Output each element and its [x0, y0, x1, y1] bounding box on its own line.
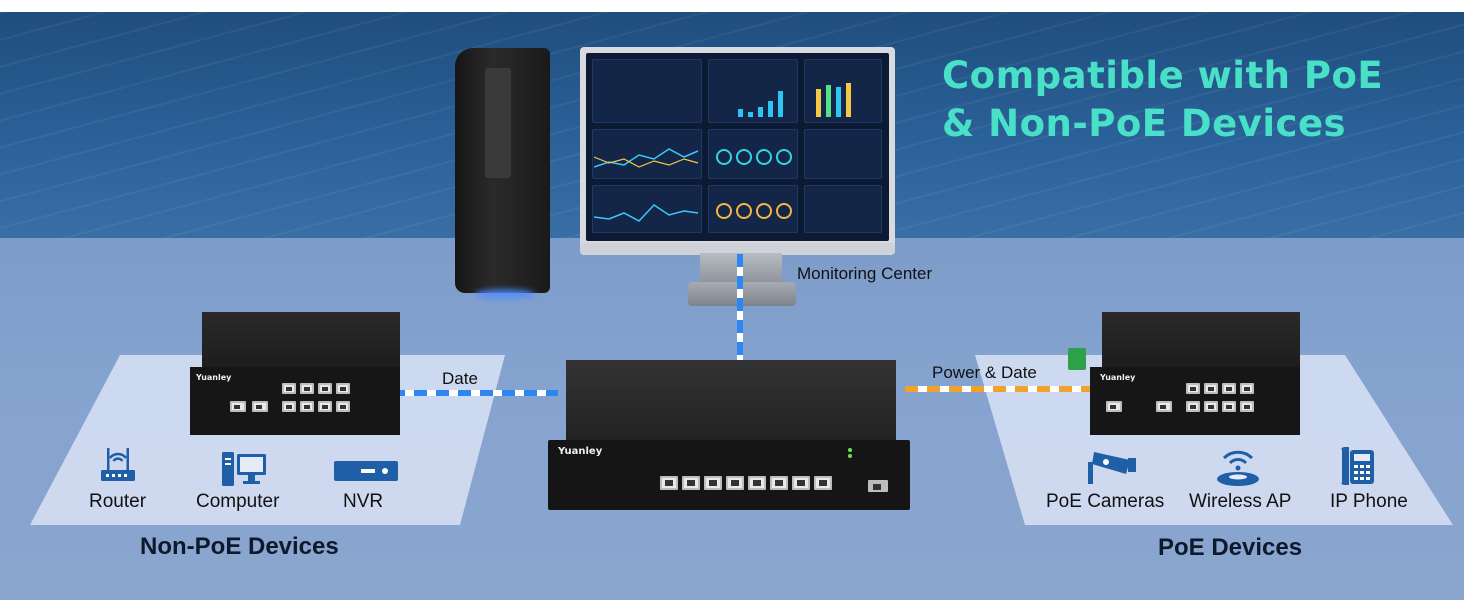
nvr-icon — [334, 461, 398, 481]
monitor-chin — [580, 243, 895, 255]
monitoring-center-label: Monitoring Center — [797, 264, 933, 283]
power-data-link-line — [905, 386, 1090, 392]
non-poe-devices-label: Non-PoE Devices — [140, 533, 339, 560]
poe-devices-label: PoE Devices — [1158, 534, 1303, 561]
headline-line-1: Compatible with PoE — [942, 54, 1384, 97]
switch-brand: Yuanley — [1100, 373, 1136, 382]
switch-brand: Yuanley — [196, 373, 232, 382]
wireless-ap-icon — [1217, 450, 1259, 486]
power-data-link-label: Power & Date — [932, 363, 1037, 382]
industrial-switch-left: Yuanley — [190, 312, 400, 435]
poe-switch-main: Yuanley — [548, 360, 910, 510]
server-tower — [455, 48, 550, 299]
headline: Compatible with PoE & Non-PoE Devices — [942, 52, 1383, 148]
industrial-switch-right: Yuanley — [1068, 312, 1300, 435]
monitor — [580, 47, 895, 247]
nvr-label: NVR — [343, 491, 384, 512]
poe-cameras-label: PoE Cameras — [1046, 491, 1165, 512]
headline-line-2: & Non-PoE Devices — [942, 102, 1347, 145]
computer-label: Computer — [196, 491, 280, 512]
monitor-screen — [586, 53, 889, 241]
monitoring-link-line — [737, 254, 743, 362]
computer-icon — [222, 452, 266, 486]
ip-phone-icon — [1341, 447, 1374, 485]
camera-icon — [1088, 452, 1136, 484]
data-link-label: Date — [442, 369, 478, 388]
switch-brand: Yuanley — [558, 446, 603, 457]
data-link-line — [392, 390, 558, 396]
wireless-ap-label: Wireless AP — [1189, 491, 1292, 512]
ip-phone-label: IP Phone — [1330, 491, 1408, 512]
router-label: Router — [89, 491, 147, 512]
router-icon — [101, 448, 135, 481]
